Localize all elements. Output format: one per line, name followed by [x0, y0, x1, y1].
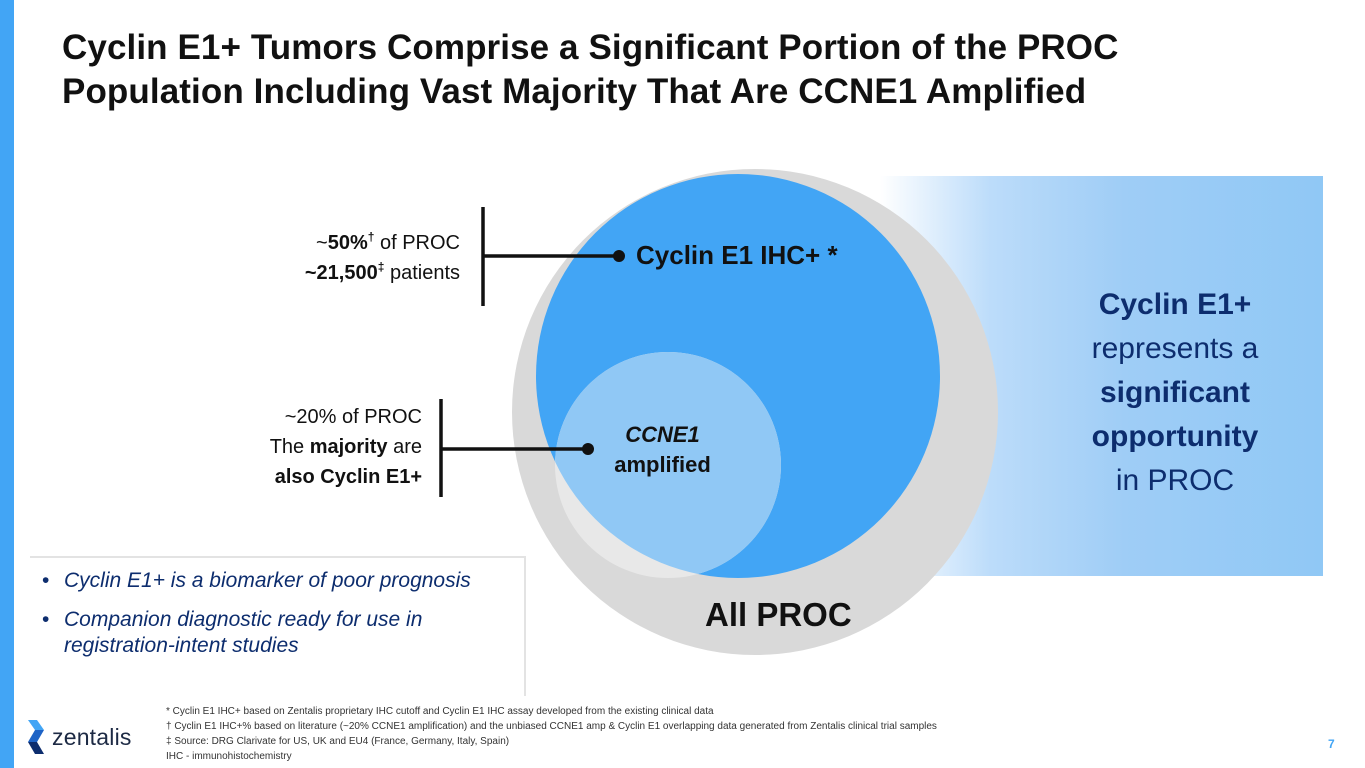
- zentalis-logo: zentalis: [26, 720, 132, 754]
- accent-bar: [0, 0, 14, 768]
- ihc-stat-suffix: of PROC: [374, 232, 460, 254]
- callout-line4-text: opportunity: [1091, 420, 1259, 453]
- ccne-stat-line2: The majority are: [160, 432, 422, 462]
- footnote: IHC - immunohistochemistry: [166, 751, 292, 762]
- bullet-item: Cyclin E1+ is a biomarker of poor progno…: [42, 568, 504, 594]
- ihc-stat-line1: ~50%† of PROC: [200, 228, 460, 258]
- footnote: * Cyclin E1 IHC+ based on Zentalis propr…: [166, 706, 714, 717]
- opportunity-callout: Cyclin E1+ represents a significant oppo…: [1050, 283, 1300, 503]
- footnotes: * Cyclin E1 IHC+ based on Zentalis propr…: [166, 704, 1166, 764]
- page-title: Cyclin E1+ Tumors Comprise a Significant…: [62, 26, 1262, 114]
- footnote: ‡ Source: DRG Clarivate for US, UK and E…: [166, 736, 510, 747]
- all-proc-label: All PROC: [705, 596, 852, 633]
- callout-line1: Cyclin E1+: [1050, 283, 1300, 327]
- callout-line5: in PROC: [1115, 464, 1235, 497]
- ccne-connector-dot: [582, 443, 594, 455]
- bullet-box: Cyclin E1+ is a biomarker of poor progno…: [30, 556, 526, 696]
- ccne1-amplified-label: CCNE1 amplified: [590, 420, 735, 480]
- title-line-1: Cyclin E1+ Tumors Comprise a Significant…: [62, 28, 1119, 67]
- zentalis-z-icon: [28, 720, 44, 754]
- ccne-stat-line2-pre: The: [269, 436, 310, 458]
- title-line-2: Population Including Vast Majority That …: [62, 72, 1087, 111]
- ccne-stat-line3: also Cyclin E1+: [160, 462, 422, 492]
- ccne-stat-line3-text: also Cyclin E1+: [274, 466, 422, 488]
- ihc-stat-dagger: †: [367, 230, 375, 244]
- ihc-stat-percent: 50%: [327, 232, 368, 254]
- ihc-stat-count-suffix: patients: [384, 262, 460, 284]
- ccne-stat: ~20% of PROC The majority are also Cycli…: [160, 402, 422, 492]
- callout-line3: significant: [1050, 371, 1300, 415]
- ihc-stat-prefix: ~: [316, 232, 328, 254]
- ccne-stat-line2-post: are: [387, 436, 422, 458]
- callout-line1-text: Cyclin E1+: [1098, 288, 1252, 321]
- callout-line2: represents a: [1091, 332, 1259, 365]
- logo-text: zentalis: [52, 723, 132, 750]
- ccne1-amplified-circle: [555, 352, 781, 578]
- ihc-connector-dot: [613, 250, 625, 262]
- callout-line3-text: significant: [1099, 376, 1250, 409]
- ihc-stat-count: ~21,500: [304, 262, 378, 284]
- ccne-stat-line1: ~20% of PROC: [284, 406, 422, 428]
- ihc-stat-double-dagger: ‡: [377, 260, 385, 274]
- bullet-item: Companion diagnostic ready for use in re…: [42, 607, 504, 659]
- callout-line4: opportunity: [1050, 415, 1300, 459]
- ihc-stat: ~50%† of PROC ~21,500‡ patients: [200, 228, 460, 288]
- page-number: 7: [1328, 737, 1335, 751]
- ccne1-label-line1: CCNE1: [625, 422, 700, 447]
- ccne-stat-majority: majority: [309, 436, 388, 458]
- cyclin-e1-ihc-label: Cyclin E1 IHC+ *: [636, 240, 838, 270]
- ihc-stat-line2: ~21,500‡ patients: [200, 258, 460, 288]
- footnote: † Cyclin E1 IHC+% based on literature (~…: [166, 721, 937, 732]
- ccne1-label-line2: amplified: [614, 452, 711, 477]
